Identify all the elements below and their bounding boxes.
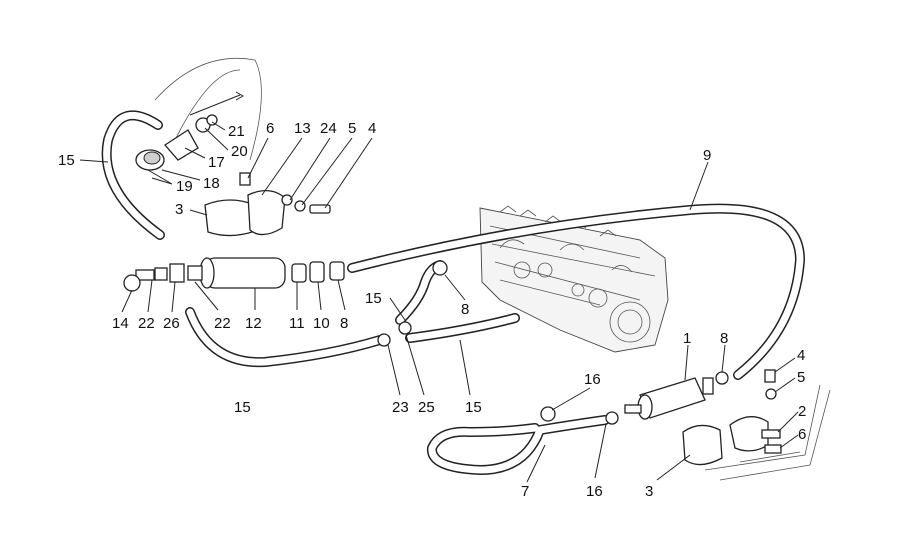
- reference-outline: [154, 57, 262, 161]
- callout-2: 2: [798, 403, 806, 420]
- callout-11: 11: [289, 315, 305, 332]
- callout-12: 12: [245, 315, 262, 332]
- callout-13: 13: [294, 120, 311, 137]
- callout-4-b: 4: [797, 347, 805, 364]
- callout-4: 4: [368, 120, 376, 137]
- fuel-pump: [540, 369, 782, 466]
- callout-21: 21: [228, 123, 245, 140]
- pressure-regulator: [135, 91, 245, 171]
- callout-5: 5: [348, 120, 356, 137]
- callout-6: 6: [266, 120, 274, 137]
- y-junction: [377, 260, 448, 347]
- callout-26: 26: [163, 315, 180, 332]
- engine-block: [479, 205, 669, 353]
- callout-1: 1: [683, 330, 691, 347]
- callout-7: 7: [521, 483, 529, 500]
- callout-20: 20: [231, 143, 248, 160]
- callout-17: 17: [208, 154, 225, 171]
- callout-24: 24: [320, 120, 337, 137]
- callout-3: 3: [175, 201, 183, 218]
- callout-5-b: 5: [797, 369, 805, 386]
- callout-9: 9: [703, 147, 711, 164]
- callout-15: 15: [58, 152, 75, 169]
- callout-14: 14: [112, 315, 129, 332]
- callout-22-b: 22: [214, 315, 231, 332]
- callout-22: 22: [138, 315, 155, 332]
- callout-8: 8: [340, 315, 348, 332]
- fuel-filter-assembly: [123, 257, 345, 292]
- callout-15-d: 15: [465, 399, 482, 416]
- callout-16-b: 16: [586, 483, 603, 500]
- callout-23: 23: [392, 399, 409, 416]
- callout-10: 10: [313, 315, 330, 332]
- callout-15-c: 15: [234, 399, 251, 416]
- leader-lines: [79, 121, 799, 483]
- callout-25: 25: [418, 399, 435, 416]
- callout-8-c: 8: [720, 330, 728, 347]
- callout-8-b: 8: [461, 301, 469, 318]
- callout-labels: 15 21 20 17 18 19 6 13 24 5 4 3 9 14 22 …: [58, 120, 806, 500]
- callout-3-b: 3: [645, 483, 653, 500]
- callout-19: 19: [176, 178, 193, 195]
- callout-18: 18: [203, 175, 220, 192]
- callout-15-b: 15: [365, 290, 382, 307]
- filter-clamps: [204, 172, 331, 237]
- chassis-plate: [704, 384, 831, 481]
- callout-16: 16: [584, 371, 601, 388]
- callout-6-b: 6: [798, 426, 806, 443]
